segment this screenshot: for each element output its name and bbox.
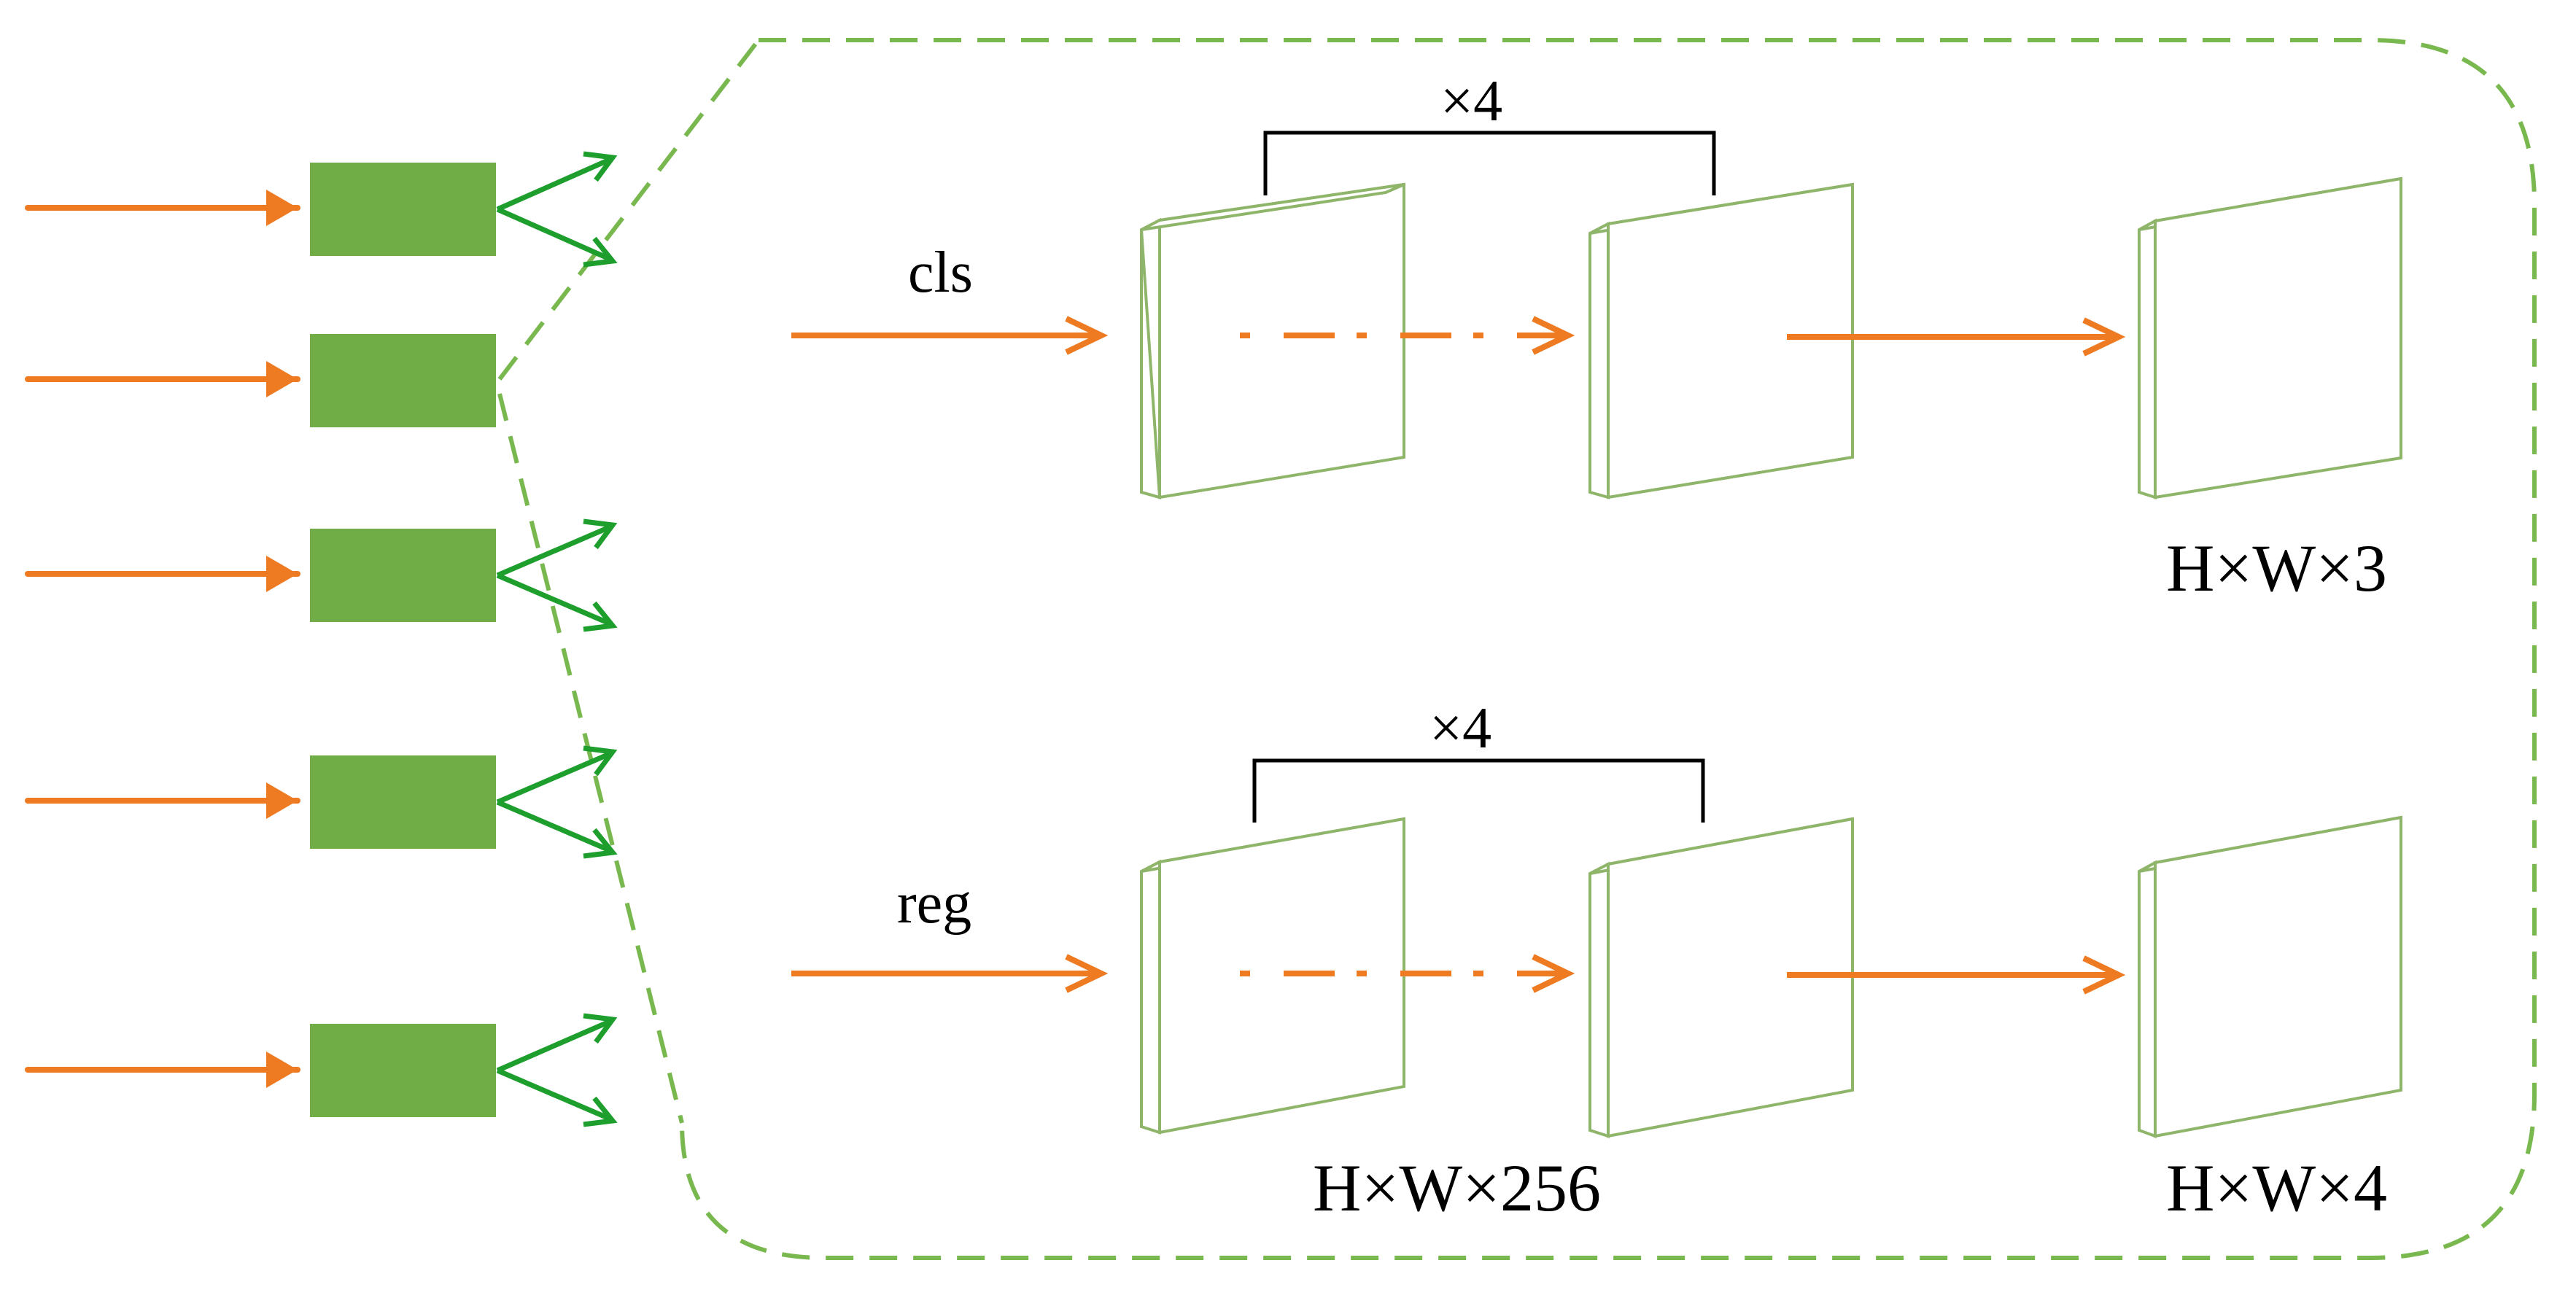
split-arrow-up [496,1018,613,1073]
split-arrowhead-down [583,601,618,632]
cls-branch: cls ×4 H×W×3 [791,69,2402,605]
reg-intermediate-shape: H×W×256 [1313,1151,1601,1225]
zoom-region [497,38,2537,1260]
feature-block [310,529,496,622]
split-arrowhead-up [583,745,618,777]
split-arrowhead-down [583,1096,618,1127]
split-arrowhead-up [583,151,618,182]
cls-repeat-arrowhead [1532,316,1575,355]
reg-feature-map-1 [1140,817,1405,1135]
input-arrowhead [266,1052,298,1088]
cls-output-arrowhead [2082,317,2126,357]
split-arrow-up [496,524,613,578]
input-arrowhead [266,782,298,819]
split-arrow-down [496,1068,613,1122]
reg-output-shape: H×W×4 [2166,1151,2387,1225]
split-arrowhead-up [583,1013,618,1044]
cls-label: cls [908,241,973,305]
cls-repeat-bracket [1263,131,1716,195]
cls-output-map [2138,176,2402,500]
reg-input-arrowhead [1065,954,1109,993]
zoom-region-outline [680,38,2537,1260]
split-arrow-down [496,206,613,263]
split-arrow-down [496,572,613,627]
split-arrow-down [496,799,613,854]
reg-branch: reg ×4 H×W×256 H×W×4 [791,696,2402,1225]
feature-block [310,163,496,256]
reg-repeat-bracket [1252,758,1705,823]
input-arrowhead [266,556,298,592]
zoom-connector-top [497,39,761,381]
reg-repeat-arrowhead [1532,954,1575,993]
split-arrow-up [496,750,613,805]
input-arrowhead [266,190,298,226]
split-arrowhead-up [583,518,618,550]
split-arrowhead-down [583,236,618,268]
feature-block-zoomed [310,334,496,427]
input-arrowhead [266,361,298,397]
split-arrow-up [496,156,613,212]
cls-output-shape: H×W×3 [2166,531,2387,605]
reg-feature-map-2 [1588,817,1854,1138]
cls-feature-map-1 [1140,182,1405,500]
feature-block [310,755,496,849]
split-arrowhead-down [583,828,618,859]
reg-output-arrowhead [2082,955,2126,995]
feature-block [310,1024,496,1117]
cls-repeat-label: ×4 [1440,69,1502,133]
zoom-connector-bottom [497,393,684,1124]
reg-label: reg [897,871,971,936]
cls-feature-map-2 [1588,182,1854,500]
reg-output-map [2138,815,2402,1138]
reg-repeat-label: ×4 [1429,696,1491,761]
cls-input-arrowhead [1065,316,1109,355]
feature-levels [25,151,618,1127]
